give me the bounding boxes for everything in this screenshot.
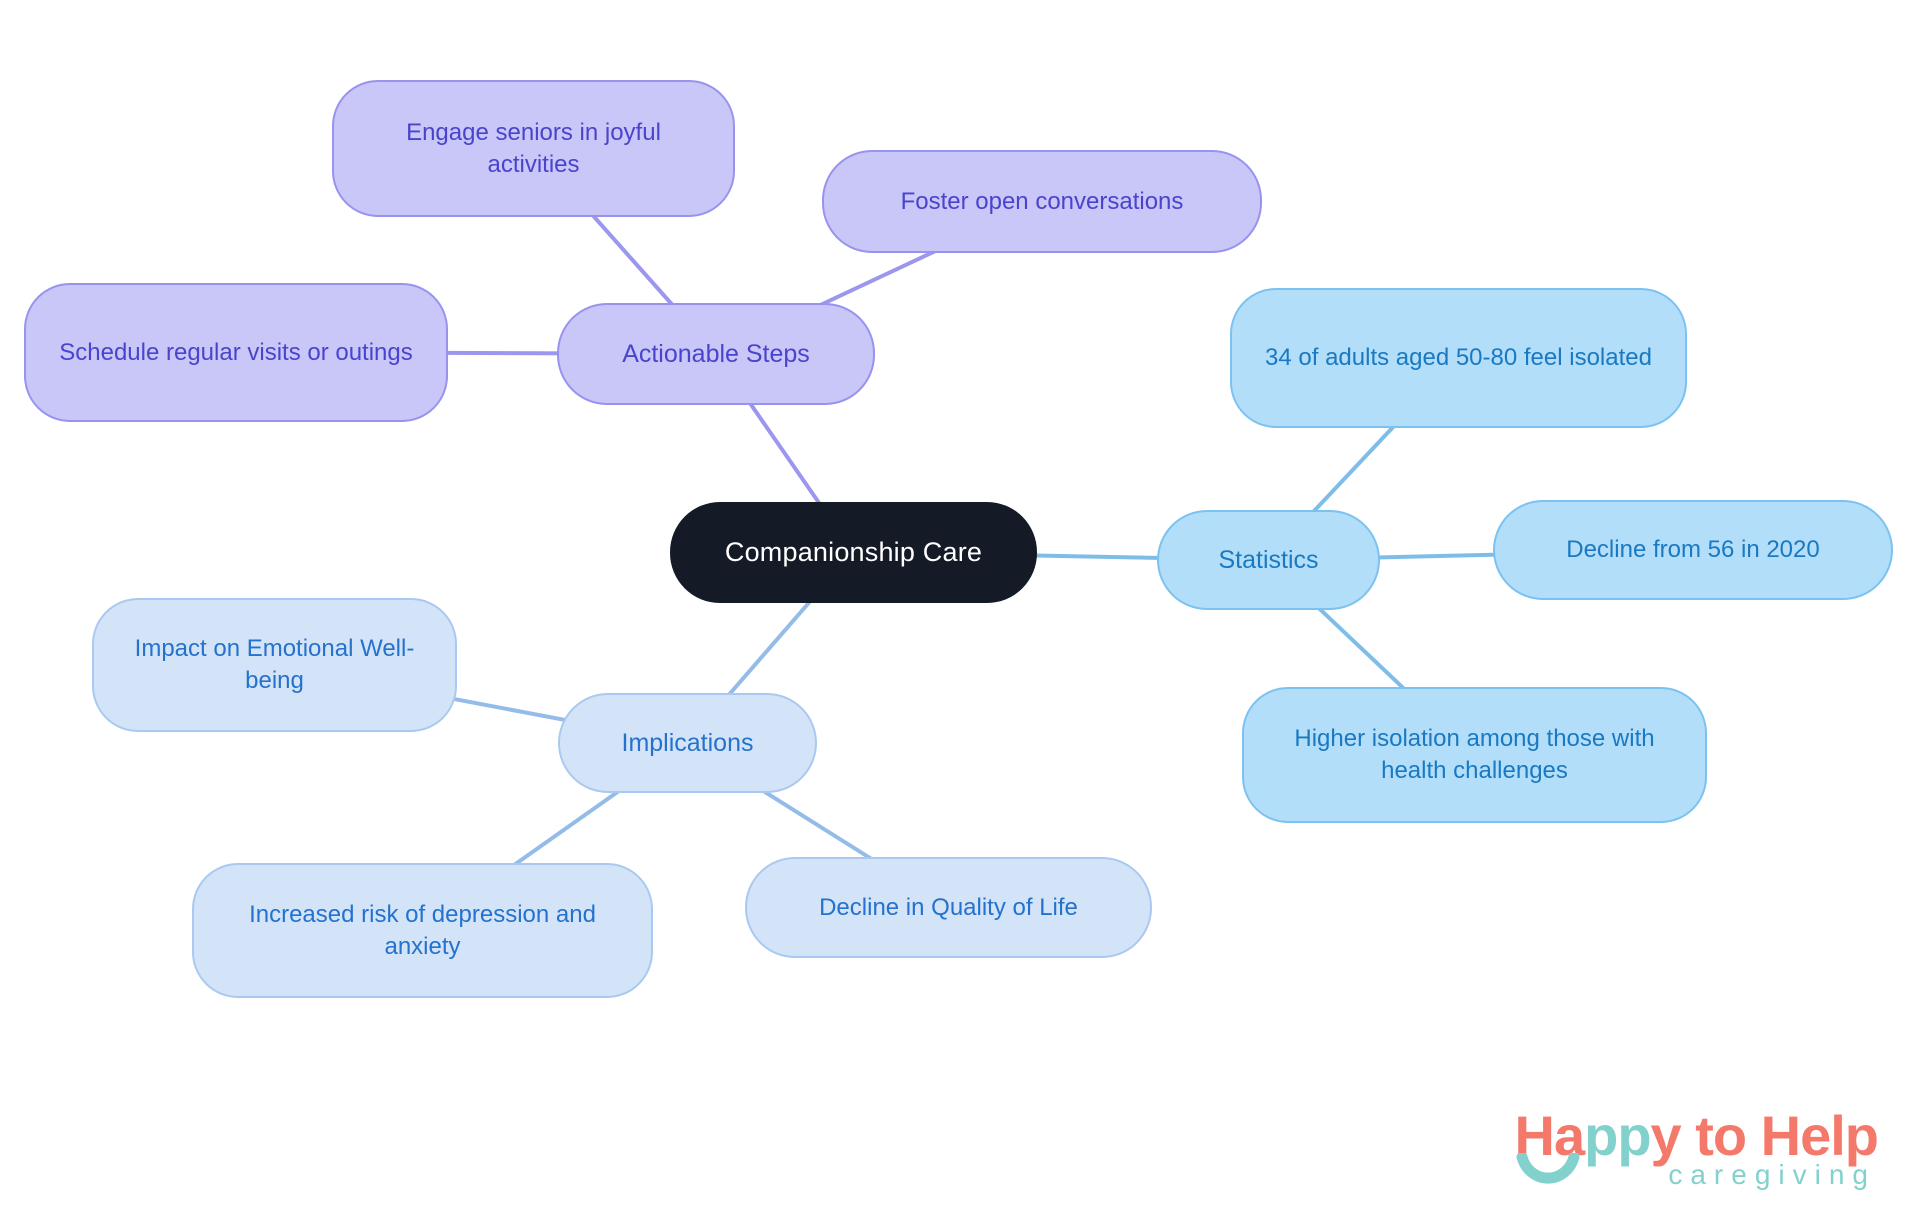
child-node-engage-seniors[interactable]: Engage seniors in joyful activities: [332, 80, 735, 217]
node-label: Foster open conversations: [900, 187, 1184, 215]
logo-text-rest: y to Help: [1650, 1104, 1879, 1167]
node-label: Implications: [621, 728, 754, 757]
node-label: Engage seniors in joyful activities: [406, 118, 661, 178]
central-node-companionship-care[interactable]: Companionship Care: [670, 502, 1037, 603]
node-label: Companionship Care: [724, 536, 983, 567]
child-node-emotional-wellbeing[interactable]: Impact on Emotional Well-being: [92, 598, 457, 732]
child-node-foster-conversations[interactable]: Foster open conversations: [822, 150, 1262, 253]
logo-text-pp: pp: [1584, 1104, 1651, 1167]
happy-to-help-logo: Happy to Help caregiving: [1438, 1103, 1879, 1203]
logo-tagline: caregiving: [1668, 1159, 1876, 1190]
child-node-decline-2020[interactable]: Decline from 56 in 2020: [1493, 500, 1893, 600]
node-label: Decline from 56 in 2020: [1566, 536, 1820, 564]
child-node-quality-of-life[interactable]: Decline in Quality of Life: [745, 857, 1152, 958]
branch-node-implications[interactable]: Implications: [558, 693, 817, 793]
node-label: Actionable Steps: [622, 339, 810, 368]
node-label: Higher isolation among those with health…: [1294, 725, 1655, 784]
node-label: 34 of adults aged 50-80 feel isolated: [1265, 344, 1652, 372]
node-label: Statistics: [1218, 545, 1319, 574]
branch-node-statistics[interactable]: Statistics: [1157, 510, 1380, 610]
child-node-adults-isolated[interactable]: 34 of adults aged 50-80 feel isolated: [1230, 288, 1687, 428]
node-label: Schedule regular visits or outings: [59, 338, 413, 366]
node-label: Impact on Emotional Well-being: [134, 635, 415, 694]
node-label: Increased risk of depression and anxiety: [249, 900, 596, 960]
branch-node-actionable-steps[interactable]: Actionable Steps: [557, 303, 875, 405]
child-node-schedule-visits[interactable]: Schedule regular visits or outings: [24, 283, 448, 422]
child-node-depression-anxiety[interactable]: Increased risk of depression and anxiety: [192, 863, 653, 998]
smile-icon: [1516, 1153, 1580, 1184]
node-label: Decline in Quality of Life: [819, 893, 1078, 921]
child-node-higher-isolation[interactable]: Higher isolation among those with health…: [1242, 687, 1707, 823]
